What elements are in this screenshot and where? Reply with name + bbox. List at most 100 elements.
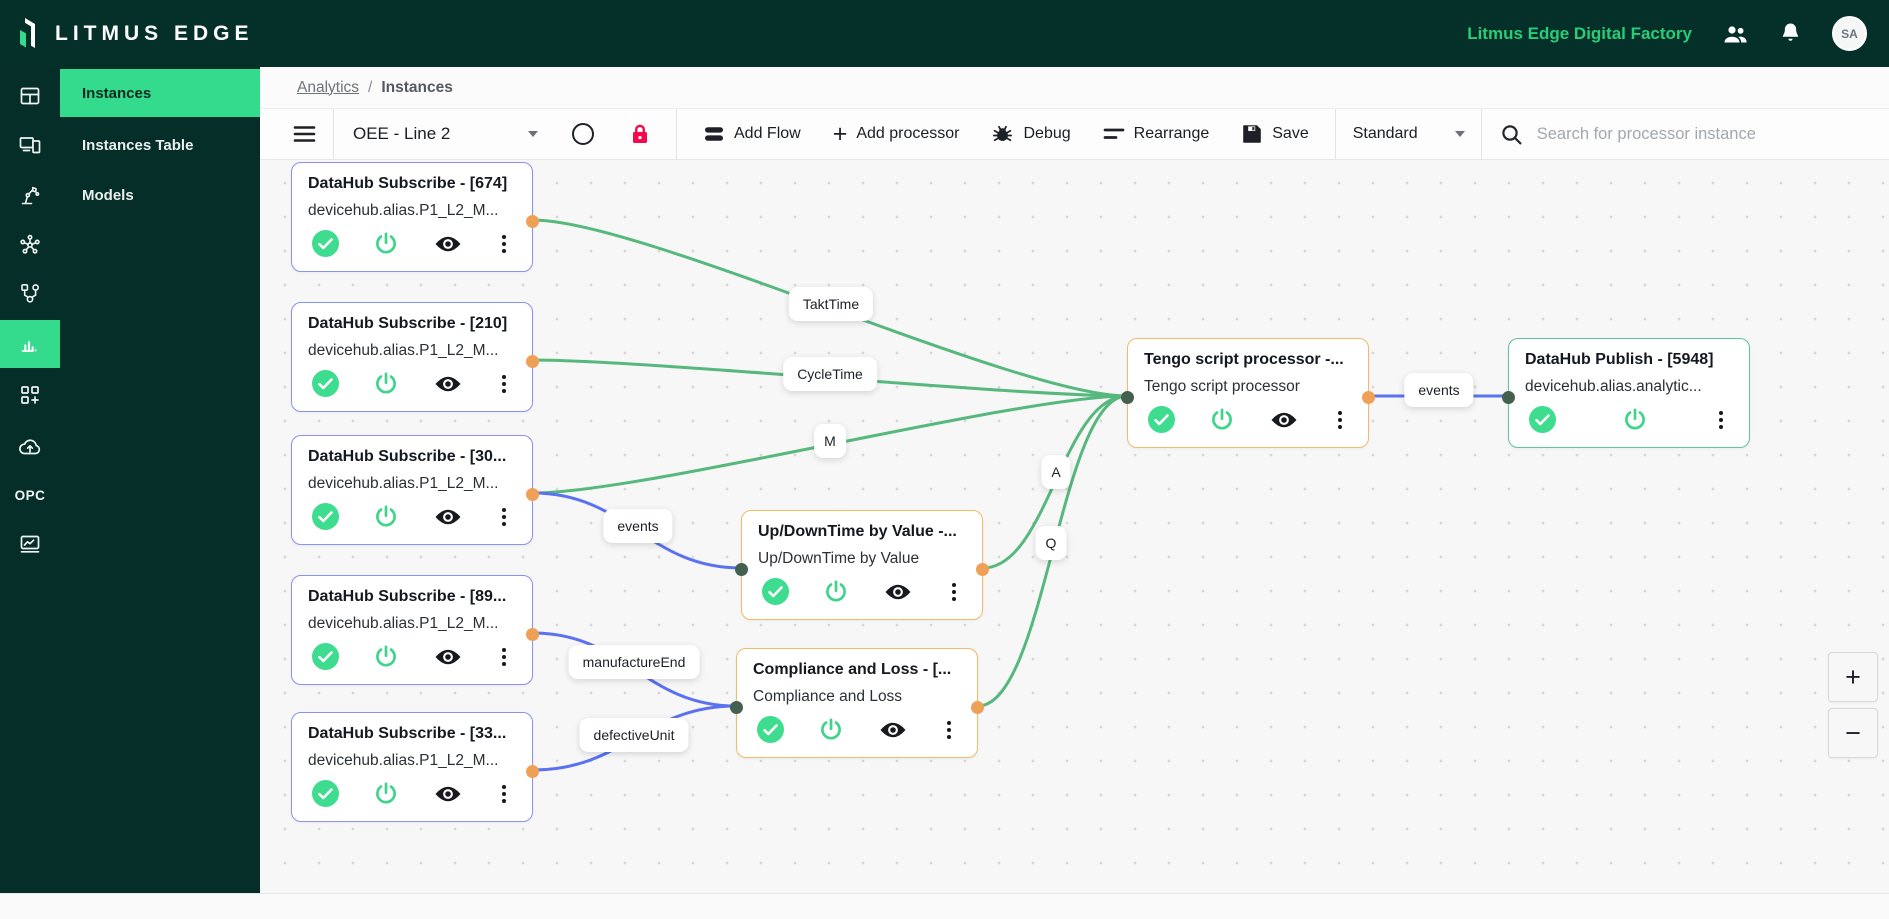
node-subtitle: devicehub.alias.P1_L2_M... — [308, 752, 499, 769]
input-port[interactable] — [730, 701, 743, 714]
monitoring-icon[interactable] — [0, 520, 60, 568]
litmus-edge-logo: LITMUS EDGE — [18, 17, 254, 51]
sidebar-item-instances-table[interactable]: Instances Table — [82, 136, 194, 154]
processor-node-publish[interactable]: DataHub Publish - [5948]devicehub.alias.… — [1502, 338, 1750, 448]
opc-nav-item[interactable]: OPC — [0, 471, 60, 519]
output-port[interactable] — [971, 701, 984, 714]
processor-node-updown[interactable]: Up/DownTime by Value -...Up/DownTime by … — [735, 510, 989, 620]
power-toggle-icon[interactable] — [823, 579, 849, 605]
processor-node-sub89[interactable]: DataHub Subscribe - [89...devicehub.alia… — [291, 575, 539, 685]
node-subtitle: devicehub.alias.P1_L2_M... — [308, 615, 499, 632]
opc-label: OPC — [14, 487, 46, 503]
rearrange-button[interactable]: Rearrange — [1103, 124, 1209, 144]
node-menu-kebab-icon[interactable] — [941, 719, 957, 741]
processor-node-compliance[interactable]: Compliance and Loss - [...Compliance and… — [730, 648, 984, 758]
debug-bug-icon — [993, 125, 1013, 142]
sidebar-item-instances[interactable]: Instances — [60, 69, 260, 117]
litmus-logo-icon — [18, 17, 45, 51]
flow-name: OEE - Line 2 — [353, 124, 451, 143]
view-eye-icon[interactable] — [434, 647, 462, 667]
power-toggle-icon[interactable] — [1209, 407, 1235, 433]
devices-icon[interactable] — [0, 121, 60, 169]
node-menu-kebab-icon[interactable] — [1332, 409, 1348, 431]
search-input[interactable] — [1534, 123, 1869, 145]
flow-toolbar: OEE - Line 2 Add Flow + Add processor De… — [260, 108, 1889, 160]
view-eye-icon[interactable] — [434, 784, 462, 804]
input-port[interactable] — [1121, 391, 1134, 404]
output-port[interactable] — [526, 355, 539, 368]
input-port[interactable] — [1502, 391, 1515, 404]
node-menu-kebab-icon[interactable] — [496, 646, 512, 668]
view-mode-value: Standard — [1352, 125, 1418, 142]
power-toggle-icon[interactable] — [373, 231, 399, 257]
plus-icon: + — [832, 120, 848, 148]
output-port[interactable] — [526, 215, 539, 228]
status-check-icon — [1148, 406, 1175, 433]
dashboard-icon[interactable] — [0, 72, 60, 120]
flow-canvas[interactable]: DataHub Subscribe - [674]devicehub.alias… — [260, 160, 1889, 893]
notifications-bell-icon[interactable] — [1779, 21, 1802, 46]
power-toggle-icon[interactable] — [373, 781, 399, 807]
lock-icon[interactable] — [628, 122, 652, 146]
view-eye-icon[interactable] — [434, 374, 462, 394]
power-toggle-icon[interactable] — [373, 371, 399, 397]
view-eye-icon[interactable] — [879, 720, 907, 740]
node-title: Up/DownTime by Value -... — [758, 523, 957, 540]
node-menu-kebab-icon[interactable] — [1713, 409, 1729, 431]
analytics-chart-icon[interactable] — [0, 320, 60, 368]
flow-status-indicator[interactable] — [572, 123, 594, 145]
processor-node-sub210[interactable]: DataHub Subscribe - [210]devicehub.alias… — [291, 302, 539, 412]
pipelines-icon[interactable] — [0, 269, 60, 317]
save-button[interactable]: Save — [1241, 123, 1309, 145]
breadcrumb-current: Instances — [381, 78, 453, 96]
node-title: DataHub Subscribe - [30... — [308, 448, 507, 465]
power-toggle-icon[interactable] — [1622, 407, 1648, 433]
node-menu-kebab-icon[interactable] — [946, 581, 962, 603]
output-port[interactable] — [976, 563, 989, 576]
add-processor-button[interactable]: + Add processor — [832, 120, 960, 148]
add-flow-button[interactable]: Add Flow — [703, 122, 801, 146]
processor-node-sub33[interactable]: DataHub Subscribe - [33... devicehub.alia… — [291, 712, 539, 822]
node-subtitle: devicehub.alias.P1_L2_M... — [308, 342, 499, 359]
view-eye-icon[interactable] — [434, 507, 462, 527]
view-eye-icon[interactable] — [884, 582, 912, 602]
cloud-upload-icon[interactable] — [0, 423, 60, 471]
input-port[interactable] — [735, 563, 748, 576]
node-menu-kebab-icon[interactable] — [496, 506, 512, 528]
view-mode-selector[interactable]: Standard — [1353, 125, 1465, 143]
node-subtitle: devicehub.alias.P1_L2_M... — [308, 202, 499, 219]
node-menu-kebab-icon[interactable] — [496, 233, 512, 255]
node-menu-kebab-icon[interactable] — [496, 783, 512, 805]
hub-icon[interactable] — [0, 220, 60, 268]
breadcrumb-analytics-link[interactable]: Analytics — [297, 78, 360, 96]
node-title: Tengo script processor -... — [1144, 351, 1344, 368]
view-eye-icon[interactable] — [434, 234, 462, 254]
zoom-in-button[interactable]: + — [1828, 652, 1878, 702]
node-actions — [308, 780, 516, 807]
integrations-icon[interactable] — [0, 371, 60, 419]
users-icon[interactable] — [1722, 23, 1749, 45]
node-menu-kebab-icon[interactable] — [496, 373, 512, 395]
power-toggle-icon[interactable] — [373, 504, 399, 530]
edge-label: Q — [1035, 526, 1067, 560]
node-title: DataHub Subscribe - [33... — [308, 725, 507, 742]
output-port[interactable] — [1362, 391, 1375, 404]
node-actions — [753, 716, 961, 743]
models-icon[interactable] — [0, 171, 60, 219]
processor-node-tengo[interactable]: Tengo script processor -...Tengo script … — [1121, 338, 1375, 448]
view-eye-icon[interactable] — [1270, 410, 1298, 430]
output-port[interactable] — [526, 488, 539, 501]
flow-selector[interactable]: OEE - Line 2 — [353, 124, 538, 144]
sidebar-item-models[interactable]: Models — [82, 186, 134, 204]
debug-button[interactable]: Debug — [991, 122, 1071, 146]
zoom-out-button[interactable]: − — [1828, 708, 1878, 758]
processor-node-sub674[interactable]: DataHub Subscribe - [674]devicehub.alias… — [291, 162, 539, 272]
output-port[interactable] — [526, 765, 539, 778]
flow-list-hamburger-icon[interactable] — [293, 125, 316, 143]
output-port[interactable] — [526, 628, 539, 641]
power-toggle-icon[interactable] — [373, 644, 399, 670]
user-avatar[interactable]: SA — [1832, 16, 1867, 51]
processor-node-sub30[interactable]: DataHub Subscribe - [30...devicehub.alia… — [291, 435, 539, 545]
save-icon — [1243, 125, 1262, 143]
power-toggle-icon[interactable] — [818, 717, 844, 743]
